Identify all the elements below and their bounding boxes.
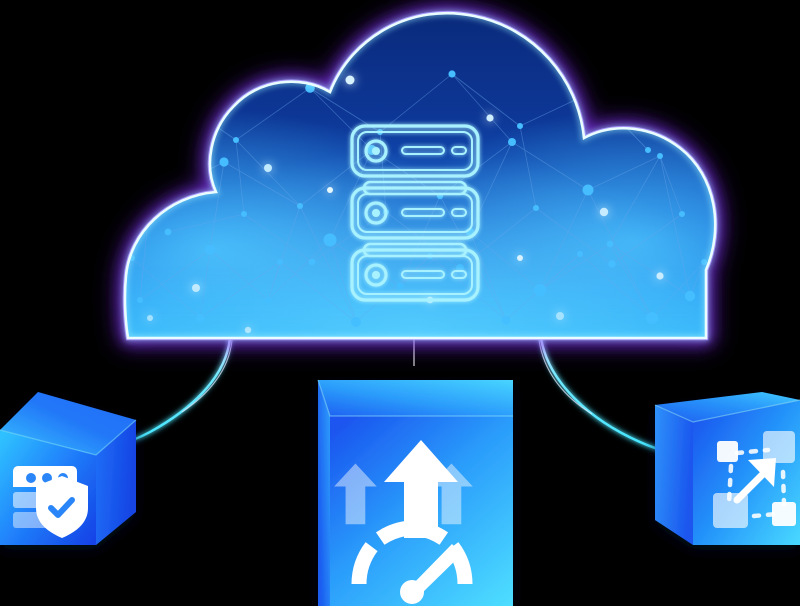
cube-scalability-edge-highlight <box>654 399 800 423</box>
node-top-right-glyph <box>763 431 795 463</box>
server-unit-2 <box>350 186 480 240</box>
server-unit-3 <box>350 248 480 302</box>
cube-performance-side-face <box>318 380 330 606</box>
resize-nodes-icon <box>713 431 796 528</box>
cube-performance-edge-highlight <box>317 379 513 417</box>
cube-security-edge-highlight <box>0 419 137 456</box>
gauge-needle-glyph <box>409 544 462 596</box>
cube-security-top-face <box>0 392 136 455</box>
gauge-hub-glyph <box>400 580 424 604</box>
cube-scalability[interactable] <box>654 392 800 545</box>
cube-performance[interactable] <box>317 379 513 606</box>
node-top-left-glyph <box>717 441 738 462</box>
shield-glyph <box>36 476 88 538</box>
cube-performance-top-face <box>318 380 513 416</box>
diagonal-arrow-glyph <box>733 458 776 504</box>
cube-scalability-side-face <box>655 405 693 545</box>
cube-security[interactable] <box>0 392 137 545</box>
arrow-left-glyph <box>334 463 377 525</box>
cube-security-side-face <box>96 420 136 545</box>
shield-check-icon <box>13 466 88 538</box>
cube-scalability-top-face <box>655 392 800 422</box>
speedometer-arrows-icon <box>334 440 473 604</box>
node-bottom-right-glyph <box>772 502 796 526</box>
server-unit-1 <box>350 124 480 178</box>
arrow-center-glyph <box>384 440 458 538</box>
server-stack-icon <box>350 124 480 302</box>
